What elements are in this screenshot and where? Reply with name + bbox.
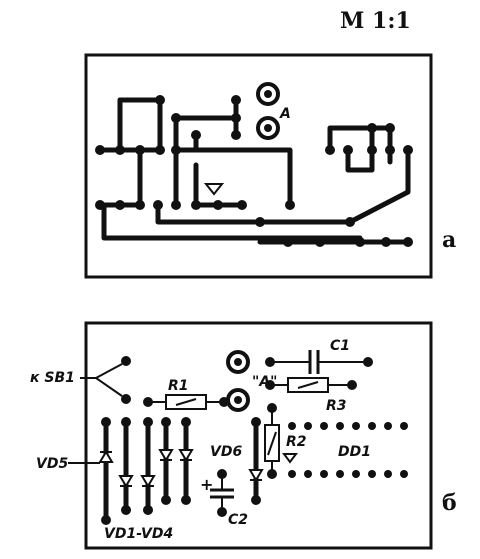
r3-resistor	[265, 377, 357, 393]
panel-b-ring-pads	[226, 350, 250, 412]
label-a-quoted: "А"	[252, 374, 277, 390]
label-r1: R1	[168, 378, 189, 394]
label-r2: R2	[286, 434, 307, 450]
vd6-diode	[248, 417, 264, 505]
panel-b-label: б	[442, 490, 457, 516]
sb1-switch	[80, 356, 131, 404]
label-vd6: VD6	[210, 444, 242, 460]
panel-b-board	[80, 321, 433, 550]
label-sb1: к SB1	[30, 370, 75, 386]
panel-a-label: а	[442, 227, 456, 253]
label-r3: R3	[326, 398, 347, 414]
panel-a-pads	[95, 95, 413, 247]
label-dd1: DD1	[338, 444, 371, 460]
panel-a-board: А	[84, 53, 433, 279]
diode-bridge	[98, 417, 194, 525]
label-vd1-vd4: VD1-VD4	[104, 526, 173, 542]
scale-label: М 1:1	[340, 8, 411, 34]
panel-a-ring-pads	[256, 82, 280, 140]
triangle-mark-b	[282, 453, 298, 464]
label-c2: C2	[228, 512, 248, 528]
panel-a-ring-label: А	[279, 106, 291, 122]
r2-resistor	[264, 403, 280, 479]
label-vd5: VD5	[36, 456, 68, 472]
dd1-pads	[288, 422, 408, 478]
label-plus: +	[200, 475, 213, 494]
triangle-mark-a	[203, 183, 225, 196]
label-c1: C1	[330, 338, 350, 354]
c2-capacitor	[210, 469, 234, 517]
c1-capacitor	[265, 350, 373, 374]
